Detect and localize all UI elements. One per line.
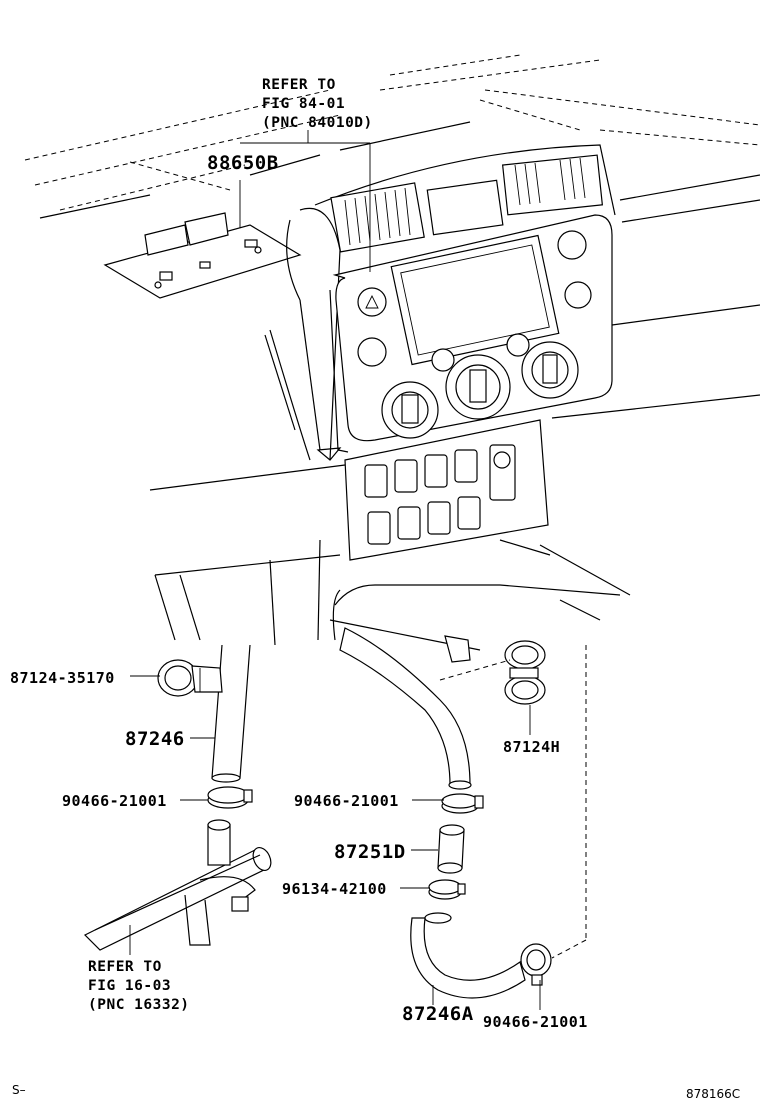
clamp-87124H: [504, 640, 546, 705]
refer-top-line-3: (PNC 84010D): [262, 115, 373, 131]
part-label-87124-35170: 87124-35170: [10, 669, 115, 687]
part-label-87251D: 87251D: [334, 841, 406, 863]
heater-hose-87246: [211, 644, 251, 783]
dashed-connector: [439, 645, 587, 959]
part-label-87246A: 87246A: [402, 1003, 474, 1025]
refer-top-line-1: REFER TO: [262, 77, 336, 93]
part-label-96134: 96134-42100: [282, 880, 387, 898]
figure-code: 878166C: [686, 1087, 740, 1101]
part-label-87246: 87246: [125, 728, 185, 750]
heater-pipe: [83, 819, 272, 951]
refer-bottom-line-2: FIG 16-03: [88, 978, 171, 994]
refer-top-line-2: FIG 84-01: [262, 96, 345, 112]
switch-panel: [344, 419, 549, 561]
hose-clamp-90466-mid: [441, 793, 484, 814]
lower-console: [329, 539, 631, 651]
heater-hose-right: [339, 627, 472, 790]
part-label-90466-left: 90466-21001: [62, 792, 167, 810]
refer-bottom-line-3: (PNC 16332): [88, 997, 190, 1013]
label-refer-bottom: REFER TO FIG 16-03 (PNC 16332): [88, 959, 190, 1013]
clip-96134: [428, 879, 466, 900]
footer-left-code: S–: [12, 1083, 26, 1097]
hose-clamp-90466-bottom: [520, 943, 552, 986]
label-refer-top: REFER TO FIG 84-01 (PNC 84010D): [262, 77, 373, 131]
refer-bottom-line-1: REFER TO: [88, 959, 162, 975]
part-label-90466-bottom: 90466-21001: [483, 1013, 588, 1031]
hose-clamp-90466-left: [207, 786, 253, 809]
heater-hose-87246A: [410, 912, 526, 999]
clamp-87124-35170: [157, 659, 223, 697]
part-label-88650B: 88650B: [207, 152, 279, 174]
leader-lines: [129, 130, 541, 1010]
joint-87251D: [437, 824, 465, 874]
part-label-87124H: 87124H: [503, 738, 560, 756]
dashboard-outline: [24, 54, 760, 646]
part-label-90466-mid: 90466-21001: [294, 792, 399, 810]
bracket-88650B: [103, 212, 302, 299]
center-console: [264, 144, 616, 461]
